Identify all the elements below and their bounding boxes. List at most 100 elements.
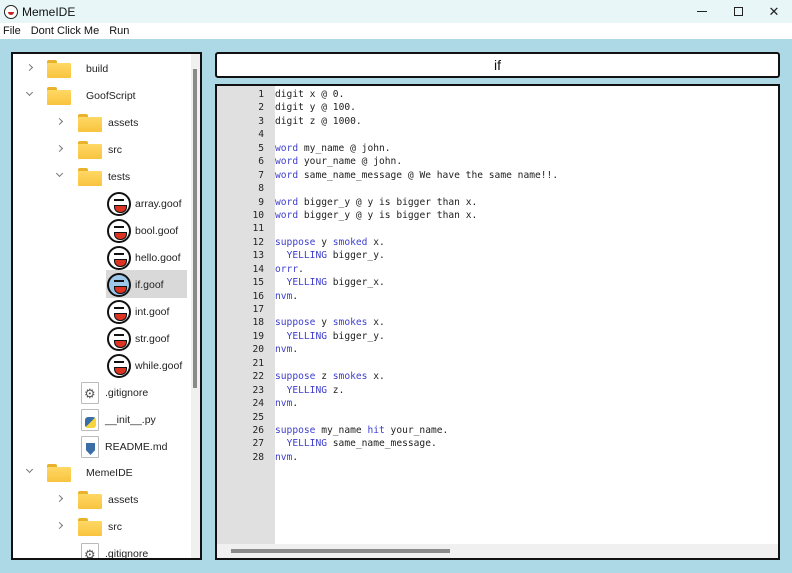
goof-file-icon [107,354,131,378]
line-number: 15 [252,277,264,289]
code-text: suppose y smoked x. [275,236,385,248]
search-input[interactable]: if [215,52,780,78]
code-text: nvm. [275,290,299,302]
tree-item-memeide[interactable]: MemeIDE [25,460,133,486]
tree-item-assets[interactable]: assets [55,110,138,136]
tree-item-label: tests [108,171,131,183]
tree-item-label: GoofScript [86,90,136,102]
goof-file-icon [107,327,131,351]
line-number: 7 [258,169,264,181]
maximize-button[interactable] [720,0,756,23]
tree-item-memeide-assets[interactable]: assets [55,487,139,513]
tree-item-init-py[interactable]: __init__.py [81,407,156,433]
code-line: 4 [217,128,558,141]
code-line: 27 YELLING same_name_message. [217,437,558,450]
gear-file-icon: ⚙ [81,382,99,404]
line-number: 19 [252,330,264,342]
tree-item-int-goof[interactable]: int.goof [107,299,169,325]
tree-item-build[interactable]: build [25,56,108,82]
tree-item-str-goof[interactable]: str.goof [107,326,169,352]
code-text: nvm. [275,398,299,410]
tree-item-bool-goof[interactable]: bool.goof [107,218,178,244]
line-number: 22 [252,371,264,383]
tree-item-label: if.goof [135,279,164,291]
folder-icon [78,491,102,509]
title-bar: MemeIDE ✕ [0,0,792,23]
tree-item-label: hello.goof [135,252,181,264]
line-number-gutter [217,86,275,544]
line-number: 16 [252,290,264,302]
tree-item-label: src [108,521,122,533]
chevron-right-icon[interactable] [25,63,34,72]
code-text: digit y @ 100. [275,102,356,114]
goof-file-icon [107,273,131,297]
line-number: 8 [258,183,264,195]
gear-file-icon: ⚙ [81,543,99,558]
tree-item-label: str.goof [135,333,170,345]
folder-icon [47,464,71,482]
app-logo-icon [4,4,18,19]
minimize-button[interactable] [684,0,720,23]
line-number: 13 [252,250,264,262]
tree-item-if-goof[interactable]: if.goof [107,272,164,298]
close-button[interactable]: ✕ [756,0,792,23]
window-title: MemeIDE [22,4,76,19]
menu-file[interactable]: File [3,25,21,37]
chevron-right-icon[interactable] [55,144,64,153]
chevron-right-icon[interactable] [55,117,64,126]
goof-file-icon [107,300,131,324]
chevron-down-icon[interactable] [55,169,64,178]
line-number: 1 [258,89,264,100]
code-text: suppose z smokes x. [275,371,385,383]
maximize-icon [733,7,743,16]
tree-item-readme[interactable]: README.md [81,434,167,460]
code-line: 9 word bigger_y @ y is bigger than x. [217,196,558,209]
line-number: 9 [258,196,264,208]
folder-icon [78,114,102,132]
menu-dont-click-me[interactable]: Dont Click Me [30,25,100,37]
menu-run[interactable]: Run [109,25,130,37]
code-line: 25 [217,411,558,424]
code-text: YELLING bigger_x. [286,277,385,289]
code-text: digit z @ 1000. [275,115,362,127]
line-number: 14 [252,263,264,275]
chevron-down-icon[interactable] [25,88,34,97]
code-line: 11 [217,222,558,235]
editor-horizontal-scrollbar[interactable] [217,544,778,558]
window-controls: ✕ [684,0,792,23]
chevron-right-icon[interactable] [55,521,64,530]
tree-item-goofscript[interactable]: GoofScript [25,83,136,109]
tree-item-memeide-src[interactable]: src [55,514,122,540]
code-text: word your_name @ john. [275,156,403,168]
tree-item-memeide-gitignore[interactable]: ⚙ .gitignore [81,541,148,558]
code-text: word bigger_y @ y is bigger than x. [275,209,478,221]
tree-item-while-goof[interactable]: while.goof [107,353,182,379]
chevron-down-icon[interactable] [25,465,34,474]
code-text: YELLING bigger_y. [286,330,385,342]
code-text: nvm. [275,451,299,463]
goof-file-icon [107,192,131,216]
editor-scrollbar-thumb[interactable] [231,549,450,553]
tree-item-label: assets [108,494,139,506]
file-explorer: build GoofScript assets src tests array.… [11,52,202,560]
tree-item-tests[interactable]: tests [55,164,131,190]
tree-item-hello-goof[interactable]: hello.goof [107,245,181,271]
tree-item-label: bool.goof [135,225,179,237]
folder-icon [78,141,102,159]
code-text: word bigger_y @ y is bigger than x. [275,196,478,208]
line-number: 6 [258,156,264,168]
tree-item-src[interactable]: src [55,137,122,163]
sidebar-scrollbar-thumb[interactable] [193,69,197,388]
search-value: if [494,57,501,73]
tree-item-gitignore[interactable]: ⚙ .gitignore [81,380,148,406]
chevron-right-icon[interactable] [55,494,64,503]
tree-item-array-goof[interactable]: array.goof [107,191,182,217]
